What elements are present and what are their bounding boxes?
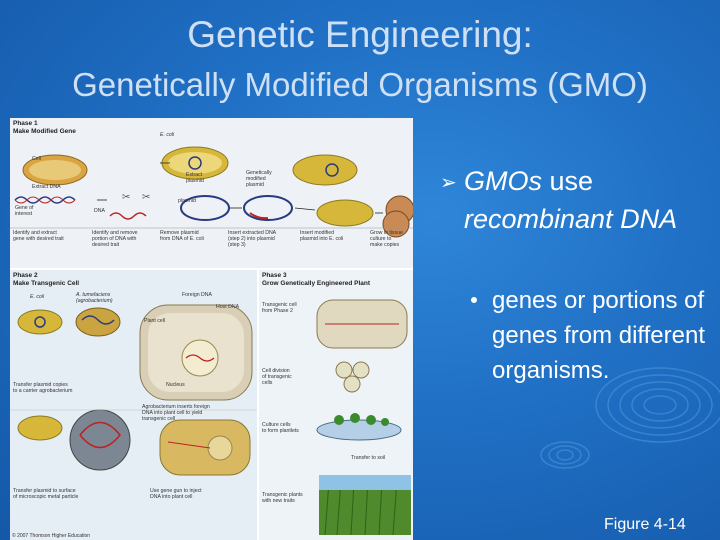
phase3-title: Phase 3 Grow Genetically Engineered Plan… — [262, 272, 371, 287]
phase1-panel: Phase 1 Make Modified Gene — [10, 118, 413, 268]
phase1-illustration: ✂ ✂ — [10, 146, 413, 238]
figure-reference: Figure 4-14 — [604, 516, 686, 533]
phase2-illustration — [10, 304, 257, 476]
bullet-em-recombinant: recombinant DNA — [464, 204, 678, 234]
phase2-panel: Phase 2 Make Transgenic Cell E. coli A. … — [10, 270, 257, 540]
slide-subtitle: Genetically Modified Organisms (GMO) — [72, 66, 648, 103]
phase1-title: Phase 1 Make Modified Gene — [13, 120, 76, 135]
svg-text:✂: ✂ — [122, 192, 130, 203]
copyright-credit: © 2007 Thomson Higher Education — [12, 533, 91, 539]
phase3-illustration — [316, 299, 411, 536]
slide-title: Genetic Engineering: — [187, 14, 533, 55]
sub-bullet-text: genes or portions of genes from differen… — [492, 287, 706, 384]
bullet-em-gmos: GMOs — [464, 166, 542, 196]
arrow-bullet-icon: ➢ — [440, 172, 457, 194]
phase3-panel: Phase 3 Grow Genetically Engineered Plan… — [259, 270, 413, 540]
bullet-dot-icon — [471, 297, 477, 303]
gmo-process-figure: Phase 1 Make Modified Gene — [10, 118, 413, 540]
svg-text:✂: ✂ — [142, 192, 150, 203]
bullet-plain: use — [542, 166, 594, 196]
phase2-title: Phase 2 Make Transgenic Cell — [13, 272, 80, 287]
